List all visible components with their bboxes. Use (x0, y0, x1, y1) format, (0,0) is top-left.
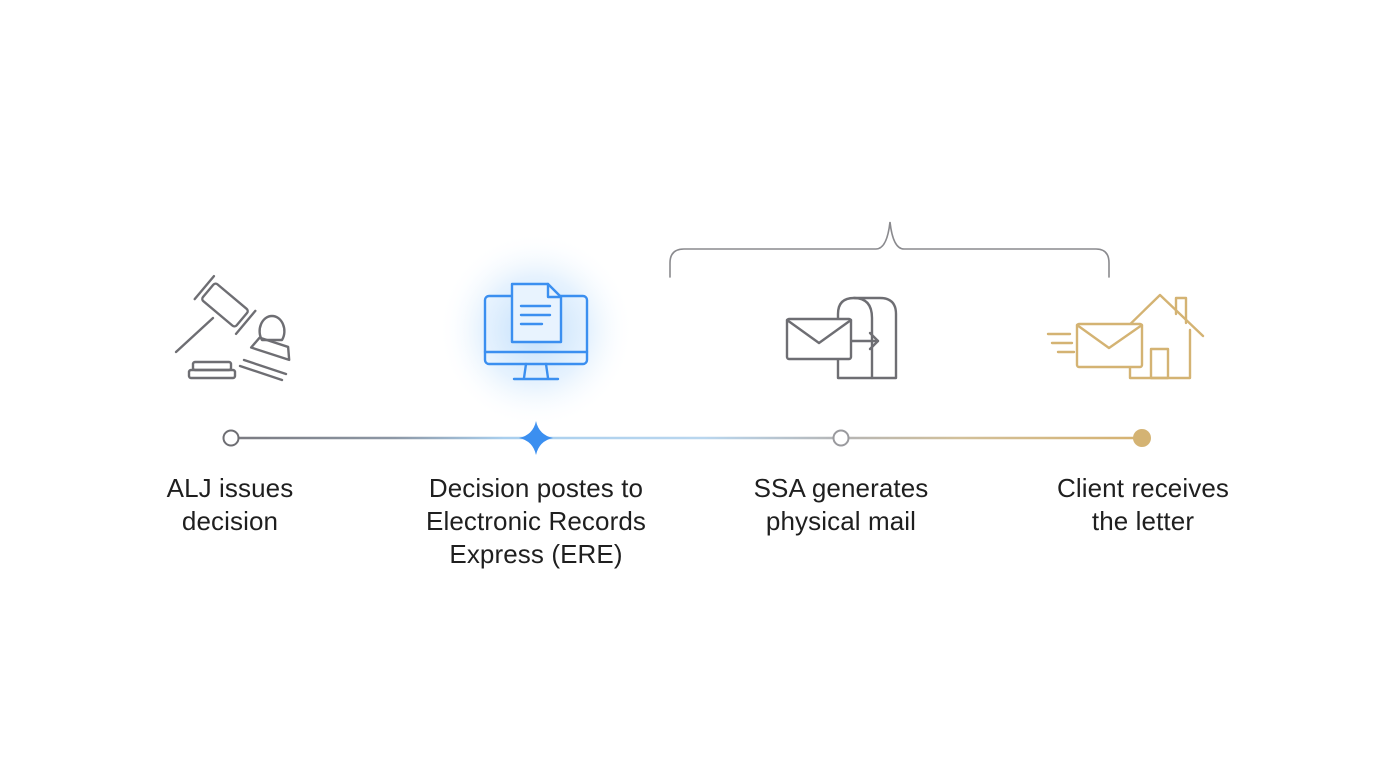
marker-step-4 (1133, 429, 1151, 447)
step-label-alj: ALJ issues decision (80, 472, 380, 538)
step-label-line: decision (181, 506, 279, 536)
step-label-line: Electronic Records (426, 506, 646, 536)
step-label-client: Client receives the letter (993, 472, 1293, 538)
marker-step-3 (832, 429, 850, 447)
marker-step-1 (222, 429, 240, 447)
step-label-line: physical mail (765, 506, 917, 536)
step-label-line: ALJ issues (166, 473, 294, 503)
step-label-line: SSA generates (753, 473, 929, 503)
step-label-ssa: SSA generates physical mail (691, 472, 991, 538)
step-label-line: Express (ERE) (449, 539, 623, 569)
envelope-mailbox-icon (785, 296, 898, 380)
envelope-house-icon (1046, 293, 1205, 380)
marker-step-2-star (519, 421, 553, 455)
step-label-line: Client receives (1056, 473, 1229, 503)
step-label-ere: Decision postes to Electronic Records Ex… (386, 472, 686, 571)
gavel-and-stamp-icon (174, 274, 291, 382)
step-label-line: Decision postes to (428, 473, 644, 503)
step-label-line: the letter (1091, 506, 1195, 536)
monitor-document-icon (483, 282, 589, 381)
bracket (669, 221, 1110, 278)
